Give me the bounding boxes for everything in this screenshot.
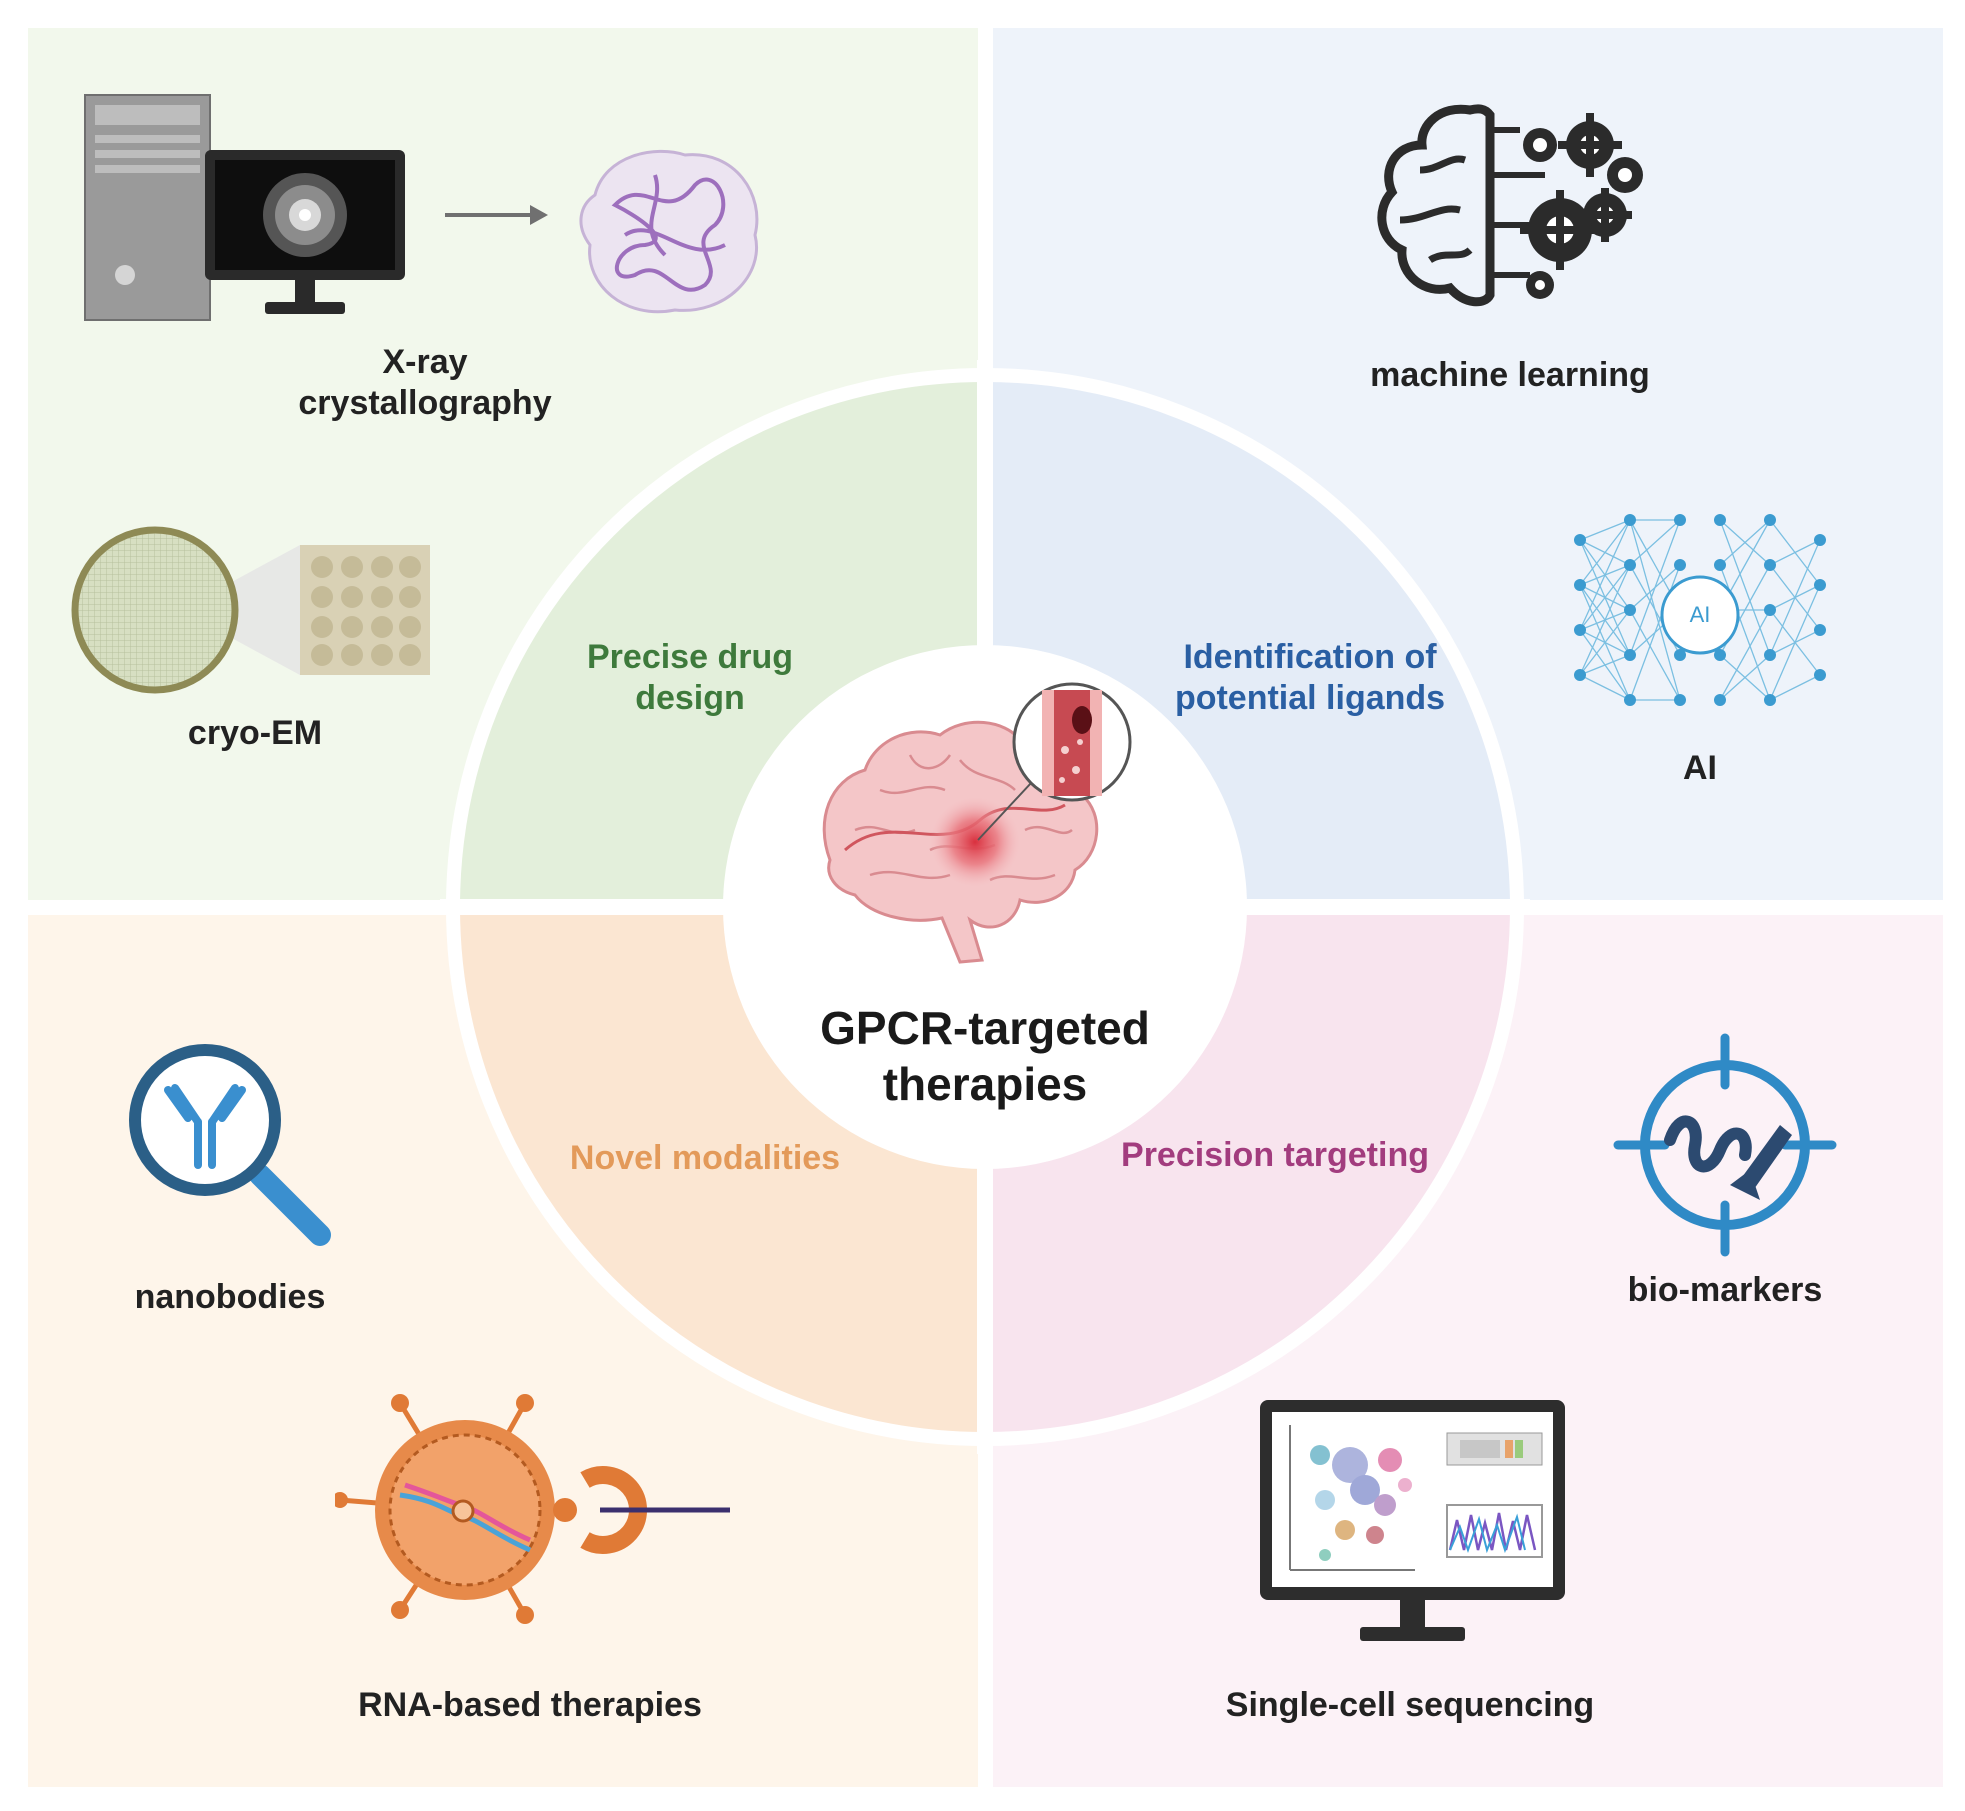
single-cell-sequencing-label: Single-cell sequencing [1225,1686,1595,1724]
brain-gears-icon [1377,104,1643,307]
sector-label-precise-drug-design: Precise drug design [540,637,840,720]
biomarkers-label: bio-markers [1627,1271,1823,1309]
rna-therapies-label: RNA-based therapies [358,1686,702,1724]
nanobodies-label: nanobodies [134,1278,326,1316]
magnifier-antibody-icon [129,1044,331,1246]
ai-label: AI [1683,749,1717,787]
blood-vessel-inset-icon [1012,682,1132,802]
sector-label-identification-ligands: Identification of potential ligands [1130,637,1490,720]
sector-label-line: Precision targeting [1121,1136,1429,1174]
cryo-em-grid-icon [71,526,430,694]
protein-structure-icon [579,149,759,314]
machine-learning-label: machine learning [1370,356,1650,394]
xray-crystallography-label: X-ray crystallography [260,342,590,425]
rna-nanoparticle-icon [335,1394,730,1624]
sector-label-line: Novel modalities [569,1139,841,1177]
ai-badge-text: AI [1689,602,1711,627]
sector-label-novel-modalities: Novel modalities [530,1138,880,1179]
sector-label-line: potential ligands [1174,679,1446,718]
cryo-em-label: cryo-EM [187,714,323,752]
sector-label-line: Precise drug [587,638,793,676]
tool-label-line: X-ray [382,343,468,381]
neural-network-icon [1574,514,1826,706]
center-title-line1: GPCR-targeted [820,1002,1150,1054]
sequencing-monitor-icon [1260,1400,1565,1641]
arrow-right-icon [445,205,548,225]
sector-label-line: design [635,679,745,718]
sector-label-line: Identification of [1183,638,1437,676]
center-title-line2: therapies [882,1058,1088,1111]
biomarker-target-icon [1613,1033,1837,1257]
center-title: GPCR-targeted therapies [785,1000,1185,1112]
tool-label-line: crystallography [298,384,552,423]
sector-label-precision-targeting: Precision targeting [1090,1135,1460,1176]
computer-tower-icon [84,94,405,321]
